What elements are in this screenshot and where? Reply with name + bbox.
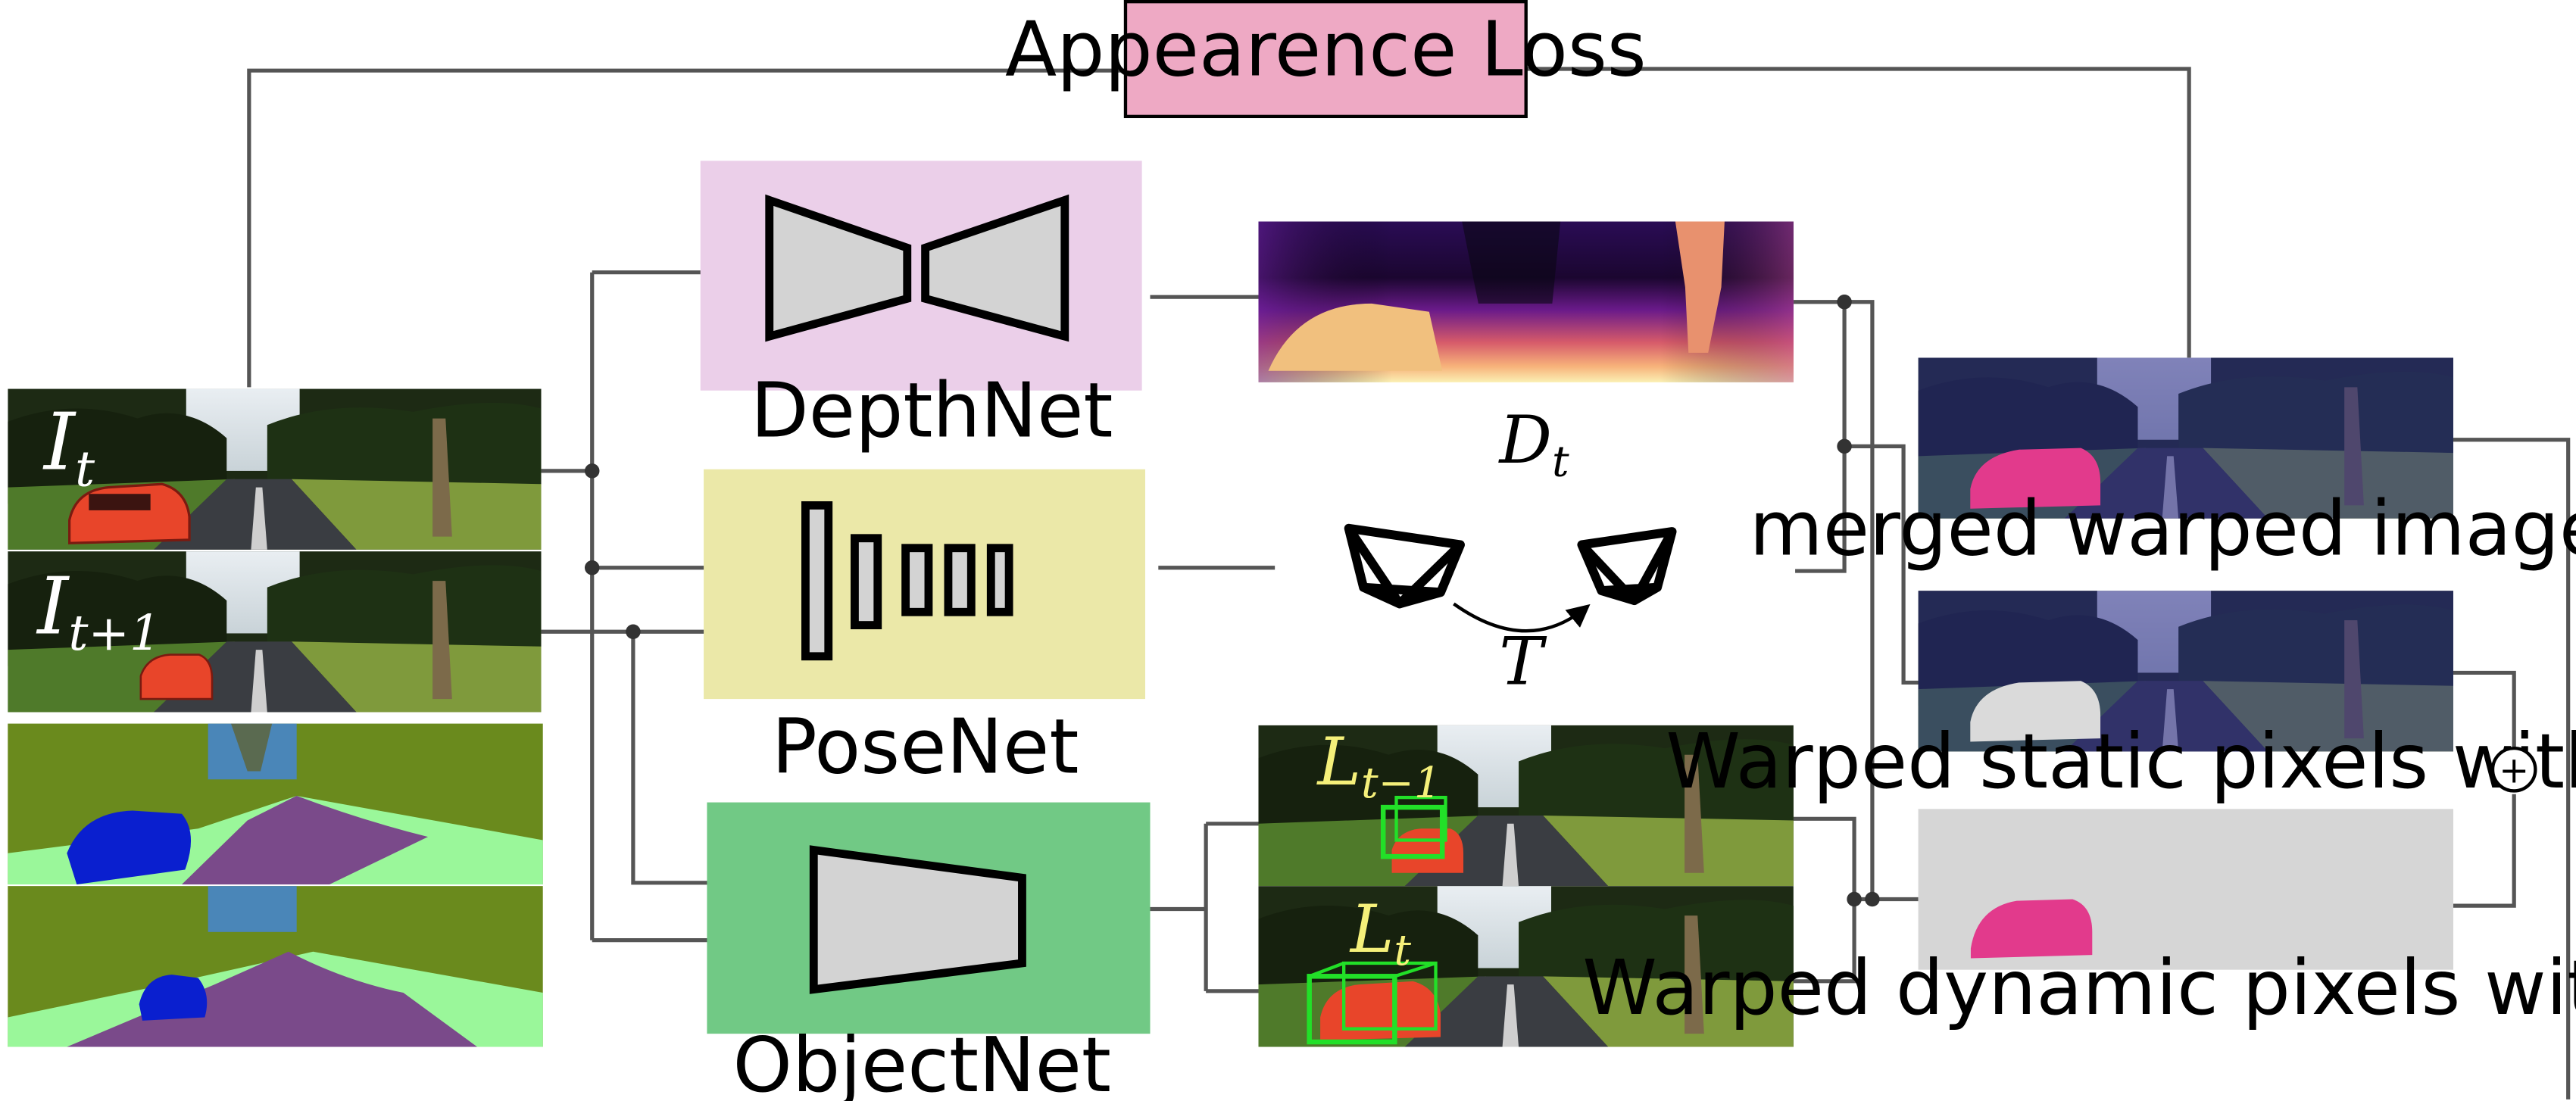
frame-t-label: It xyxy=(42,396,95,498)
pose-layer-1 xyxy=(801,501,833,661)
object-boxes-curr: Lt xyxy=(1258,886,1794,1047)
segmentation-mask-t1 xyxy=(8,886,543,1047)
depth-label: Dt xyxy=(1497,403,1569,486)
input-frame-t: It xyxy=(8,388,542,550)
magenta-car xyxy=(1970,899,2093,959)
encoder-shape xyxy=(765,194,912,342)
decoder-shape xyxy=(921,194,1069,342)
merged-warped-image xyxy=(1918,357,2454,519)
static-label: Warped static pixels with T xyxy=(1666,717,2576,806)
camera-icon xyxy=(1344,523,1465,609)
segmentation-mask-t xyxy=(8,723,543,884)
object-boxes-prev: Lt−1 xyxy=(1258,725,1794,887)
boxes-curr-label: Lt xyxy=(1349,892,1412,975)
red-car xyxy=(139,653,214,700)
appearance-loss-label: Appearence Loss xyxy=(1005,5,1647,94)
posenet-block xyxy=(704,469,1145,700)
pose-layer-3 xyxy=(901,544,933,616)
connection-lines xyxy=(247,67,2571,1099)
pose-layer-2 xyxy=(851,534,882,630)
depth-map xyxy=(1258,221,1794,382)
plus-icon: + xyxy=(2499,750,2529,792)
pose-cameras xyxy=(1344,523,1677,633)
objectnet-block xyxy=(707,802,1151,1034)
appearance-loss-box: Appearence Loss xyxy=(1005,0,1647,119)
boxes-prev-label: Lt−1 xyxy=(1316,725,1441,808)
dynamic-label: Warped dynamic pixels with L(s) xyxy=(1582,943,2576,1032)
objectnet-shape xyxy=(809,845,1026,994)
pose-layer-5 xyxy=(986,544,1013,616)
objectnet-label: ObjectNet xyxy=(733,1021,1112,1101)
motion-arrow-icon xyxy=(1453,602,1591,633)
pose-layer-4 xyxy=(944,544,976,616)
warped-static-image xyxy=(1918,591,2454,752)
merged-label: merged warped image xyxy=(1750,484,2576,572)
frame-t1-label: It+1 xyxy=(36,560,161,662)
posenet-label: PoseNet xyxy=(772,703,1079,791)
camera-icon xyxy=(1577,527,1677,606)
red-car xyxy=(68,482,191,544)
depthnet-label: DepthNet xyxy=(751,366,1113,454)
combine-node: + xyxy=(2490,746,2537,793)
input-frame-t1: It+1 xyxy=(8,551,542,713)
depthnet-block xyxy=(700,161,1142,391)
warped-dynamic-image xyxy=(1918,809,2454,970)
pose-label: T xyxy=(1499,625,1547,700)
junction-dots xyxy=(584,294,1880,907)
